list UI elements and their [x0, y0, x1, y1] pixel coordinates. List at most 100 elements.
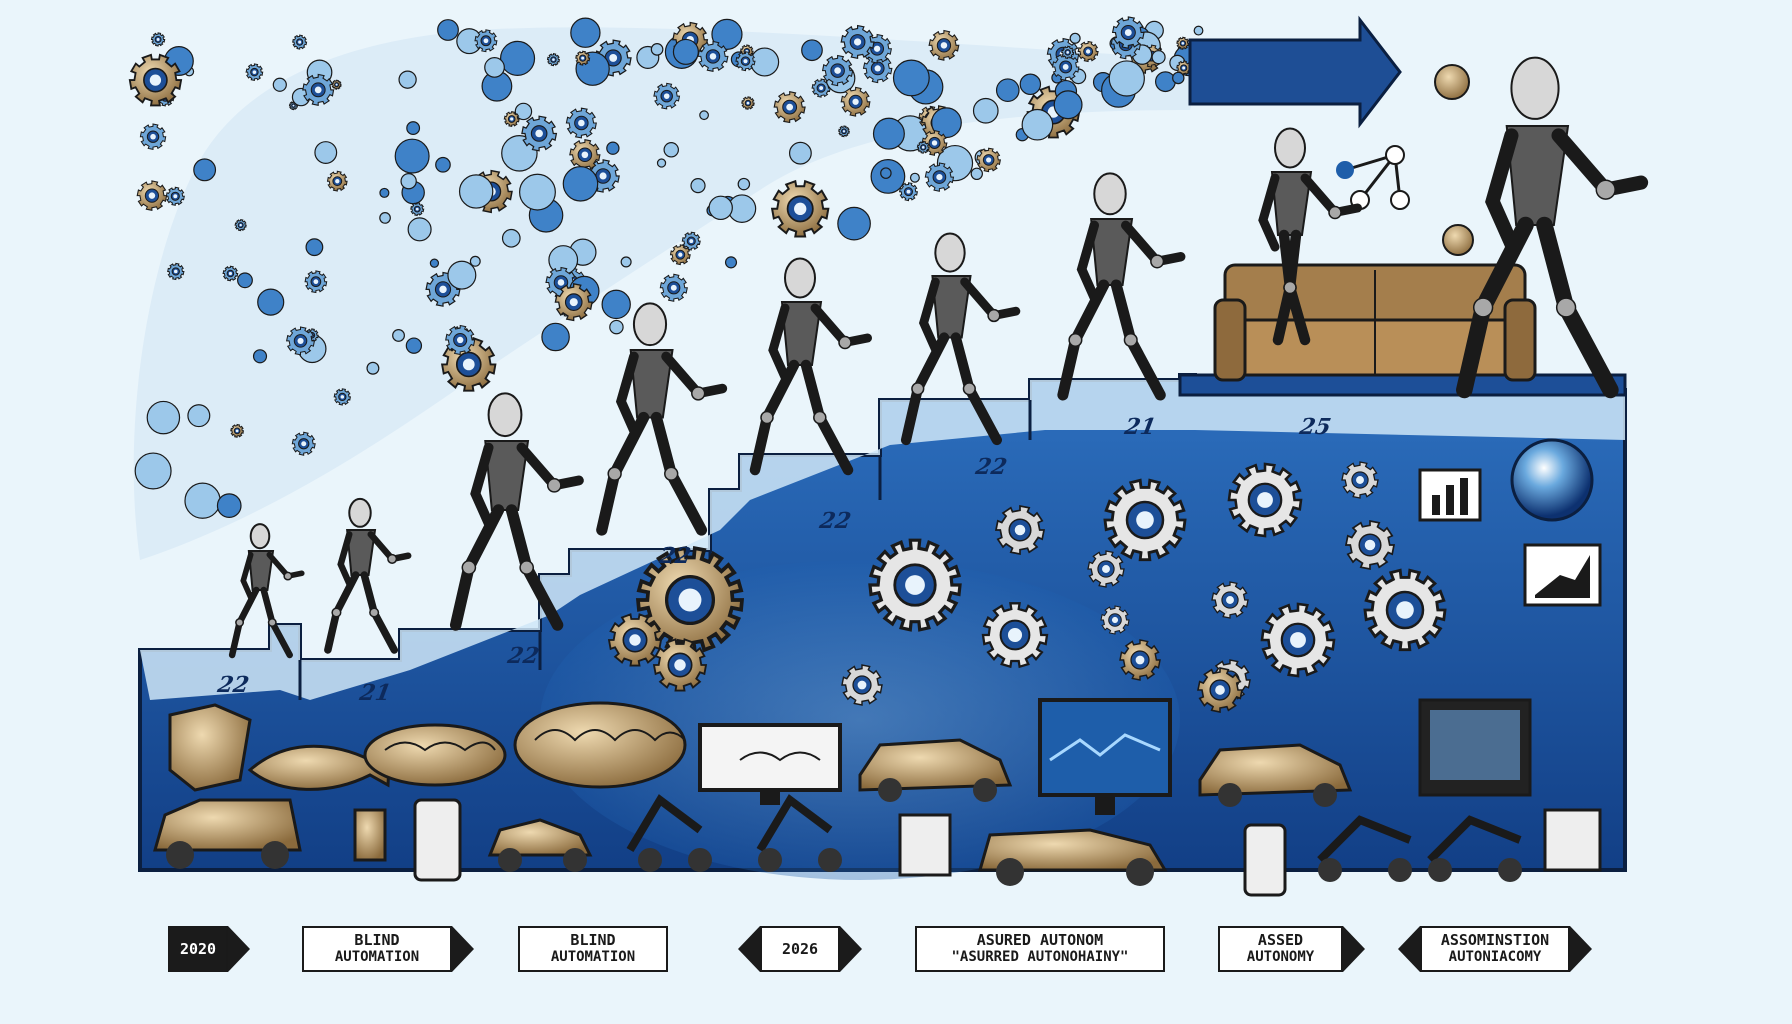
gear-icon [326, 170, 348, 192]
bubble-icon [216, 493, 242, 518]
bubble-icon [398, 70, 417, 89]
robot-figure [1456, 56, 1649, 399]
gear-icon [916, 140, 930, 154]
gear-icon [285, 326, 316, 356]
car-icon [153, 798, 302, 869]
bubble-icon [837, 206, 871, 241]
gear-icon [1061, 45, 1075, 59]
bubble-icon [892, 59, 930, 97]
right-arrow-icon [1188, 15, 1402, 129]
bubble-icon [1021, 108, 1054, 141]
gear-icon [669, 244, 691, 266]
gear-icon [868, 538, 962, 632]
gear-icon [554, 283, 593, 322]
gear-icon [546, 52, 560, 67]
gear-icon [659, 273, 688, 302]
bubble-icon [1193, 25, 1204, 36]
bubble-icon [193, 158, 217, 182]
phone-icon [413, 798, 462, 882]
car-icon [858, 738, 1013, 802]
bubble-icon [405, 337, 423, 354]
bubble-icon [663, 142, 679, 158]
gear-icon [245, 63, 264, 82]
vehicle-icon [487, 818, 593, 872]
gear-icon [841, 664, 883, 706]
car-icon [1198, 743, 1353, 807]
gear-icon [1211, 581, 1249, 619]
bubble-icon [620, 256, 632, 268]
gear-icon [773, 91, 806, 124]
gear-icon [898, 182, 919, 202]
gear-icon [150, 32, 166, 47]
bubble-icon [314, 141, 338, 164]
gear-icon [838, 125, 850, 138]
gear-icon [840, 24, 875, 60]
bar-chart-icon [1418, 468, 1482, 522]
gear-icon [681, 231, 701, 251]
document-icon [1543, 808, 1602, 872]
phone-icon [1243, 823, 1287, 897]
bubble-icon [541, 322, 570, 352]
bubble-icon [1053, 90, 1083, 120]
bar-chart-icon [1523, 543, 1602, 607]
gear-icon [1119, 639, 1161, 681]
car-icon [978, 828, 1168, 886]
robot-figure [900, 232, 1021, 446]
bubble-icon [437, 19, 459, 41]
gear-icon [139, 123, 167, 151]
gear-icon [440, 336, 497, 392]
tablet-icon [898, 813, 952, 877]
bubble-icon [146, 400, 181, 435]
bubble-icon [499, 40, 536, 76]
gear-icon [569, 139, 601, 171]
gear-icon [1077, 40, 1099, 63]
monitor-icon [1038, 698, 1172, 815]
monitor-icon [698, 723, 842, 805]
gear-icon [136, 180, 168, 211]
device-row [168, 698, 1532, 815]
gear-icon [230, 423, 244, 438]
gear-icon [234, 218, 247, 232]
gear-icon [1176, 60, 1192, 76]
gear-icon [1051, 53, 1080, 81]
robot-arm-icon [353, 808, 387, 862]
gear-icon [521, 115, 558, 152]
gear-icon [1197, 667, 1243, 713]
bubble-icon [1019, 73, 1042, 96]
bubble-icon [400, 172, 417, 190]
gear-icon [821, 54, 854, 87]
gear-icon [333, 388, 352, 406]
bubble-icon [872, 117, 905, 150]
lightbulb-icon [1442, 224, 1474, 256]
brain-icon [363, 723, 507, 787]
robot-arm-icon [756, 794, 842, 872]
robot-figure [596, 302, 728, 536]
gear-icon [291, 431, 316, 456]
bubble-icon [970, 167, 983, 181]
robot-figure [1057, 172, 1186, 401]
bubble-icon [184, 482, 221, 519]
gear-icon [1111, 16, 1145, 49]
gear-icon [994, 504, 1046, 556]
brain-icon [513, 701, 687, 789]
bubble-icon [672, 38, 699, 65]
bubble-icon [909, 172, 920, 183]
gear-icon [928, 29, 960, 61]
gear-icon [1363, 568, 1447, 652]
gear-icon [840, 86, 871, 117]
bubble-icon [237, 272, 253, 289]
bubble-icon [601, 289, 631, 320]
bubble-icon [366, 361, 380, 375]
gear-icon [410, 202, 425, 217]
gear-icon [1176, 36, 1190, 50]
gear-icon [1227, 462, 1303, 538]
bubble-icon [690, 178, 706, 194]
gear-icon [302, 73, 335, 106]
bubble-icon [995, 78, 1020, 103]
network-graph-icon [1336, 145, 1410, 210]
robot-arm-icon [1317, 815, 1412, 882]
gear-icon [331, 79, 342, 90]
bubble-icon [1154, 71, 1176, 93]
robot-figure [324, 497, 412, 654]
cube-object [168, 703, 252, 792]
